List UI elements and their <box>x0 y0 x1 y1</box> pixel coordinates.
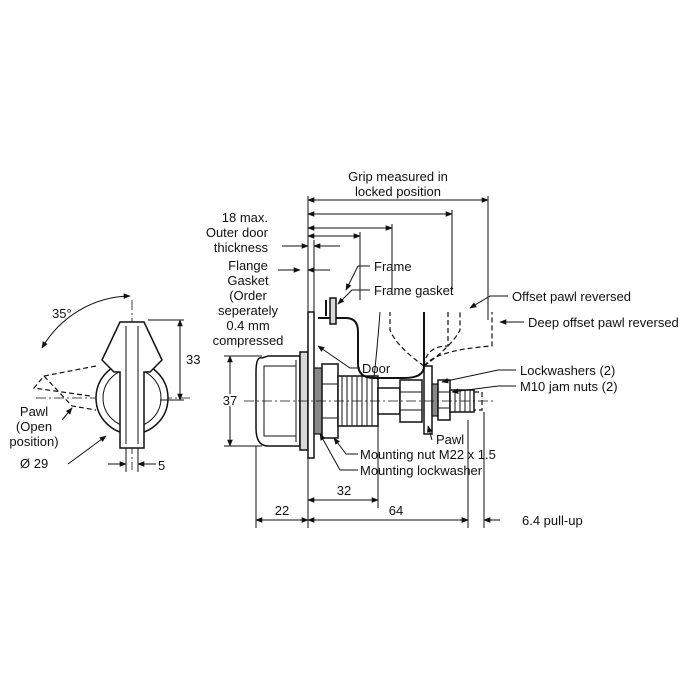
dim-64-label: 64 <box>389 503 403 518</box>
grip-label-1: Grip measured in <box>348 169 448 184</box>
flange-label-4: seperately <box>218 303 278 318</box>
dim-37-label: 37 <box>223 393 237 408</box>
deep-offset-pawl-outline <box>423 312 493 367</box>
pullup-label: 6.4 pull-up <box>522 513 583 528</box>
diameter-label: Ø 29 <box>20 456 48 471</box>
pawl-plate <box>423 365 433 435</box>
frame-solid <box>318 312 425 379</box>
pawl-open-label-1: Pawl <box>20 404 48 419</box>
grip-label-2: locked position <box>355 184 441 199</box>
outer-door-label-2: Outer door <box>206 225 269 240</box>
pawl-open-label-3: position) <box>9 434 58 449</box>
dim-5-label: 5 <box>158 458 165 473</box>
frame-label: Frame <box>374 259 412 274</box>
front-view: 35° 33 5 Pawl (Open position) Ø 29 <box>9 293 200 473</box>
flange-label-2: Gasket <box>227 273 269 288</box>
mounting-nut-label: Mounting nut M22 x 1.5 <box>360 447 496 462</box>
flange-label-3: (Order <box>229 288 267 303</box>
dim-22-label: 22 <box>275 503 289 518</box>
flange-label-1: Flange <box>228 258 268 273</box>
handle-knob <box>255 355 301 447</box>
frame-gasket-part <box>329 297 337 325</box>
angle-label: 35° <box>52 306 72 321</box>
flange-label-6: compressed <box>213 333 284 348</box>
dim-33-label: 33 <box>186 352 200 367</box>
outer-door-label-3: thickness <box>214 240 269 255</box>
pawl-open-outline <box>32 365 97 397</box>
dim-32-label: 32 <box>337 483 351 498</box>
lockwashers-label: Lockwashers (2) <box>520 363 615 378</box>
deep-offset-pawl-label: Deep offset pawl reversed <box>528 315 679 330</box>
jam-nuts-label: M10 jam nuts (2) <box>520 379 618 394</box>
handle-wing <box>101 321 163 449</box>
offset-pawl-label: Offset pawl reversed <box>512 289 631 304</box>
offset-pawl-outline <box>423 312 449 367</box>
side-view: Grip measured in locked position 18 max.… <box>206 169 679 528</box>
door-panel <box>307 311 315 459</box>
outer-door-label-1: 18 max. <box>222 210 268 225</box>
mounting-lockwasher-label: Mounting lockwasher <box>360 463 483 478</box>
frame-gasket-label: Frame gasket <box>374 283 454 298</box>
door-label: Door <box>362 361 391 376</box>
angle-arc <box>41 293 131 349</box>
pawl-label: Pawl <box>436 432 464 447</box>
flange-label-5: 0.4 mm <box>226 318 269 333</box>
pawl-open-label-2: (Open <box>16 419 52 434</box>
